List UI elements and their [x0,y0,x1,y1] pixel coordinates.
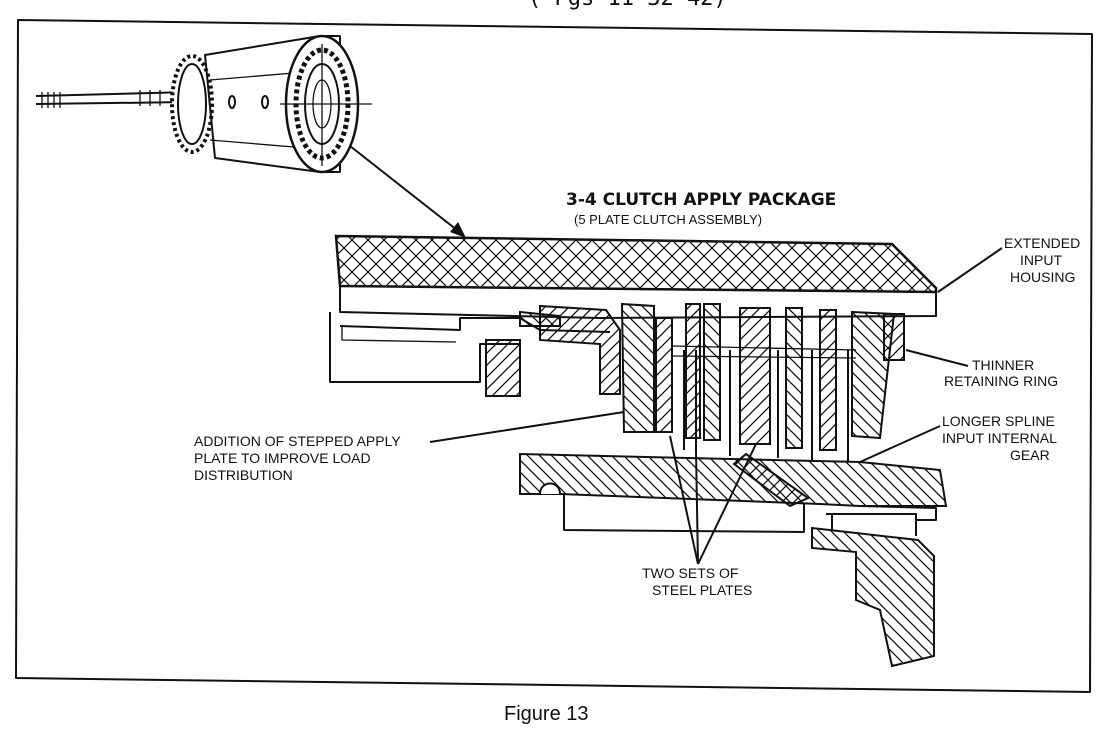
stepped-apply-plate [620,302,655,433]
callout-stepped-apply-plate: ADDITION OF STEPPED APPLY PLATE TO IMPRO… [194,411,625,483]
svg-text:PLATE TO IMPROVE LOAD: PLATE TO IMPROVE LOAD [194,450,371,466]
svg-text:RETAINING RING: RETAINING RING [944,373,1058,389]
clutch-drum-illustration [35,34,372,174]
callout-extended-input-housing: EXTENDED INPUT HOUSING [937,235,1080,293]
clutch-cross-section [329,234,948,668]
diagram-title: 3-4 CLUTCH APPLY PACKAGE [566,190,836,210]
svg-text:DISTRIBUTION: DISTRIBUTION [194,467,293,483]
callout-longer-spline-gear: LONGER SPLINE INPUT INTERNAL GEAR [859,413,1057,463]
svg-text:GEAR: GEAR [1010,447,1050,463]
svg-text:HOUSING: HOUSING [1010,269,1075,285]
input-housing [334,234,938,294]
steel-plates [683,350,849,462]
detail-arrow [349,145,466,238]
figure-caption: Figure 13 [504,703,589,725]
svg-text:EXTENDED: EXTENDED [1004,235,1080,251]
callout-steel-plates: TWO SETS OF STEEL PLATES [642,435,757,598]
svg-text:ADDITION OF STEPPED APPLY: ADDITION OF STEPPED APPLY [194,433,401,449]
svg-text:STEEL PLATES: STEEL PLATES [652,582,752,598]
diagram-subtitle: (5 PLATE CLUTCH ASSEMBLY) [574,212,762,227]
svg-text:THINNER: THINNER [972,357,1034,373]
callout-thinner-retaining-ring: THINNER RETAINING RING [905,349,1058,389]
input-internal-gear [519,452,948,507]
svg-text:TWO SETS OF: TWO SETS OF [642,565,738,581]
svg-text:INPUT: INPUT [1020,252,1062,268]
figure-frame [15,19,1093,693]
svg-text:LONGER SPLINE: LONGER SPLINE [942,413,1055,429]
svg-text:INPUT INTERNAL: INPUT INTERNAL [942,430,1057,446]
header-fragment: ( Pgs 11-32-42) [528,0,727,11]
retaining-ring [883,313,905,361]
